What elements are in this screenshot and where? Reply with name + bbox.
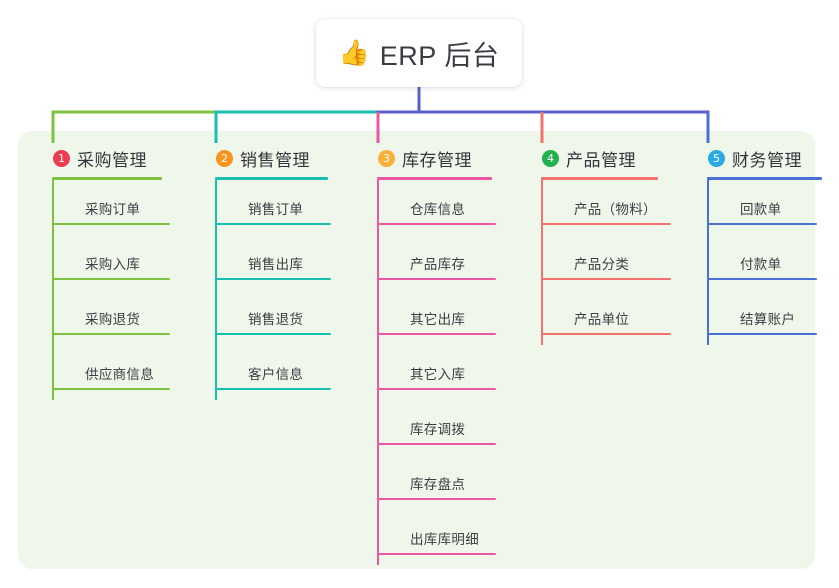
leaf-item-rule [377,333,496,335]
branch-spine-4 [541,180,543,345]
branch-header-rule-1 [52,177,162,180]
branch-spine-3 [377,180,379,565]
branch-spine-1 [52,180,54,400]
branch-badge-2: 2 [216,149,233,167]
branch-header-5[interactable]: 5 财务管理 [690,147,802,170]
leaf-item[interactable]: 库存盘点 [377,455,507,510]
leaf-item[interactable]: 出库库明细 [377,510,507,565]
leaf-item[interactable]: 供应商信息 [52,345,181,400]
leaf-item[interactable]: 销售出库 [215,235,342,290]
leaf-item-rule [541,278,671,280]
branch-header-rule-5 [707,177,822,180]
leaf-item[interactable]: 产品分类 [541,235,682,290]
leaf-item[interactable]: 回款单 [707,180,828,235]
leaf-item[interactable]: 产品（物料） [541,180,682,235]
leaf-item-rule [377,443,496,445]
branch-column-3: 3 库存管理仓库信息产品库存其它出库其它入库库存调拨库存盘点出库库明细 [360,147,496,565]
leaf-item-label: 出库库明细 [410,532,479,547]
leaf-item-label: 库存盘点 [410,477,466,492]
leaf-item-label: 采购入库 [85,257,141,272]
branch-column-1: 1 采购管理采购订单采购入库采购退货供应商信息 [35,147,170,400]
leaf-item[interactable]: 销售订单 [215,180,342,235]
leaf-item[interactable]: 销售退货 [215,290,342,345]
branch-column-5: 5 财务管理回款单付款单结算账户 [690,147,822,345]
leaf-item-label: 回款单 [740,202,782,217]
leaf-item-rule [541,223,671,225]
leaf-item-rule [215,278,331,280]
leaf-item-label: 销售退货 [248,312,304,327]
leaf-item-label: 其它入库 [410,367,466,382]
branch-title-3: 库存管理 [402,150,472,170]
leaf-item-label: 销售订单 [248,202,304,217]
root-node-erp-backend[interactable]: 👍 ERP 后台 [316,19,522,87]
leaf-item-label: 采购退货 [85,312,141,327]
leaf-item-label: 客户信息 [248,367,304,382]
leaf-item-label: 产品分类 [574,257,630,272]
leaf-item-rule [52,278,170,280]
leaf-item-label: 其它出库 [410,312,466,327]
leaf-item-rule [215,333,331,335]
leaf-item-label: 结算账户 [740,312,796,327]
branch-header-2[interactable]: 2 销售管理 [198,147,310,170]
leaf-item[interactable]: 采购退货 [52,290,181,345]
branch-header-rule-3 [377,177,492,180]
leaf-item-rule [377,388,496,390]
leaf-item-label: 供应商信息 [85,367,154,382]
leaf-item-label: 产品（物料） [574,202,657,217]
branch-spine-5 [707,180,709,345]
leaf-item-label: 仓库信息 [410,202,466,217]
leaf-item-rule [707,223,817,225]
leaf-item-label: 采购订单 [85,202,141,217]
branch-badge-4: 4 [542,149,559,167]
leaf-item-rule [541,333,671,335]
leaf-item-rule [707,333,817,335]
leaf-item-rule [52,223,170,225]
leaf-item-label: 产品库存 [410,257,466,272]
branch-header-1[interactable]: 1 采购管理 [35,147,147,170]
leaf-item[interactable]: 仓库信息 [377,180,507,235]
leaf-item-rule [377,223,496,225]
leaf-item[interactable]: 采购入库 [52,235,181,290]
branch-spine-2 [215,180,217,400]
root-node-title: ERP 后台 [379,40,500,71]
branch-column-2: 2 销售管理销售订单销售出库销售退货客户信息 [198,147,331,400]
leaf-item-rule [52,388,170,390]
leaf-item[interactable]: 结算账户 [707,290,828,345]
branch-title-5: 财务管理 [732,150,802,170]
branch-column-4: 4 产品管理产品（物料） 产品分类产品单位 [524,147,671,345]
branch-header-4[interactable]: 4 产品管理 [524,147,636,170]
branch-badge-5: 5 [708,149,725,167]
leaf-item-rule [377,278,496,280]
leaf-item[interactable]: 客户信息 [215,345,342,400]
leaf-item-rule [52,333,170,335]
leaf-item-rule [215,223,331,225]
branch-title-2: 销售管理 [240,150,310,170]
leaf-item-rule [377,553,496,555]
leaf-item[interactable]: 其它出库 [377,290,507,345]
branch-title-1: 采购管理 [77,150,147,170]
leaf-item-rule [377,498,496,500]
branch-header-3[interactable]: 3 库存管理 [360,147,472,170]
branch-badge-3: 3 [378,149,395,167]
leaf-item[interactable]: 产品库存 [377,235,507,290]
leaf-item[interactable]: 采购订单 [52,180,181,235]
branch-title-4: 产品管理 [566,150,636,170]
branch-header-rule-4 [541,177,658,180]
leaf-item-label: 付款单 [740,257,782,272]
leaf-item-label: 产品单位 [574,312,630,327]
leaf-item[interactable]: 库存调拨 [377,400,507,455]
leaf-item[interactable]: 产品单位 [541,290,682,345]
leaf-item[interactable]: 付款单 [707,235,828,290]
diagram-background-panel [18,131,815,569]
branch-header-rule-2 [215,177,328,180]
thumbs-up-icon: 👍 [338,38,370,67]
leaf-item-label: 库存调拨 [410,422,466,437]
branch-badge-1: 1 [53,149,70,167]
leaf-item[interactable]: 其它入库 [377,345,507,400]
leaf-item-rule [707,278,817,280]
leaf-item-label: 销售出库 [248,257,304,272]
leaf-item-rule [215,388,331,390]
